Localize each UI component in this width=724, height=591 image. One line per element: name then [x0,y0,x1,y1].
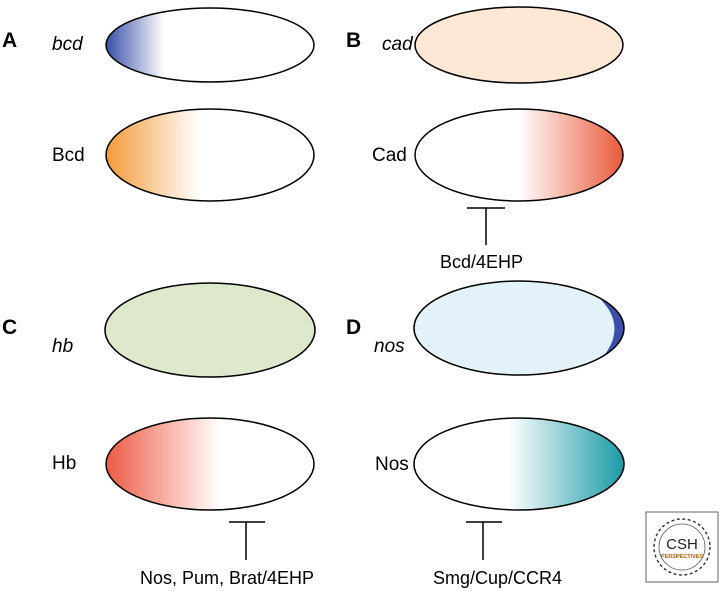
embryo-hb-protein [105,417,315,511]
repression-bar-nos [466,521,502,560]
gene-label-nos: nos [374,336,405,357]
embryo-cad-mrna [414,6,624,84]
repressor-label-hb: Nos, Pum, Brat/4EHP [140,568,314,588]
protein-label-nos: Nos [375,454,409,475]
protein-label-hb: Hb [52,453,76,474]
gene-label-cad: cad [382,34,414,55]
protein-label-bcd: Bcd [52,145,85,166]
panel-letter-d: D [346,316,361,339]
panel-letter-c: C [2,316,17,339]
gene-label-hb: hb [52,336,73,357]
embryo-cad-protein [414,108,624,202]
repression-bar-hb [229,521,265,560]
protein-label-cad: Cad [372,145,407,166]
repressor-label-cad: Bcd/4EHP [440,252,523,272]
repression-bar-cad [467,207,505,245]
embryo-nos-protein [413,417,625,511]
embryo-bcd-protein [105,108,315,202]
csh-perspectives-logo: CSH PERSPECTIVES [645,511,719,583]
logo-subtitle: PERSPECTIVES [661,554,704,560]
embryo-hb-mrna [104,282,316,378]
embryo-bcd-mrna [105,7,315,83]
embryo-nos-mrna [413,280,625,376]
repressor-label-nos: Smg/Cup/CCR4 [433,568,562,588]
panel-letter-b: B [346,29,361,52]
panel-letter-a: A [2,29,17,52]
logo-title: CSH [666,536,698,553]
gene-label-bcd: bcd [52,34,84,55]
